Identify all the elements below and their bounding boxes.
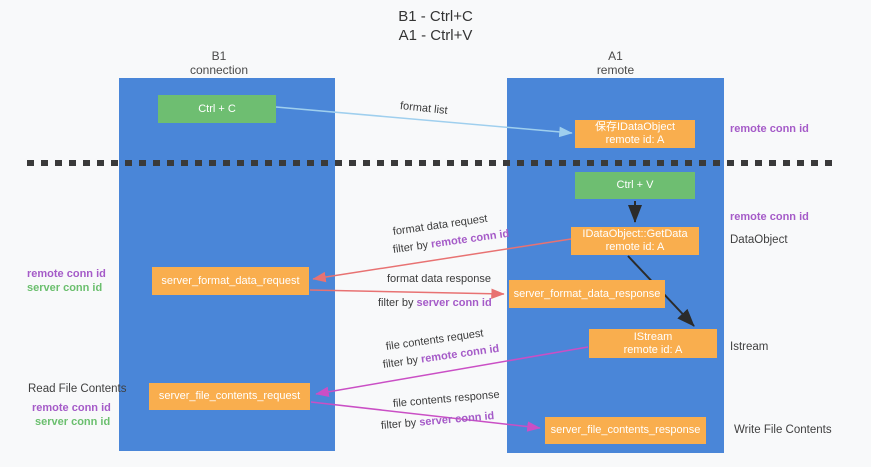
server-file-contents-response-node: server_file_contents_response (545, 417, 706, 444)
server-format-data-response-label: server_format_data_response (513, 287, 661, 300)
diagram-title: B1 - Ctrl+C A1 - Ctrl+V (0, 7, 871, 45)
getdata-line2: remote id: A (605, 241, 665, 253)
server-conn-id-highlight: server conn id (416, 297, 492, 309)
server-file-contents-request-label: server_file_contents_request (158, 390, 301, 402)
title-line-2: A1 - Ctrl+V (398, 27, 473, 44)
left-server-conn-id-1: server conn id (27, 282, 103, 294)
file-contents-request-arrow (315, 346, 589, 398)
istream-side-label: Istream (730, 341, 769, 353)
save-idataobject-node: 保存IDataObject remote id: A (575, 120, 695, 148)
server-format-data-request-label: server_format_data_request (161, 274, 300, 287)
server-file-contents-response-label: server_file_contents_response (550, 424, 701, 436)
right-remote-conn-id-mid: remote conn id (730, 211, 809, 223)
ctrl-c-label: Ctrl + C (198, 102, 236, 115)
right-column-name: A1 (608, 49, 623, 63)
format-data-request-arrow (312, 238, 572, 283)
title-line-1: B1 - Ctrl+C (398, 8, 473, 25)
istream-line1: IStream (633, 330, 673, 343)
right-column-subtitle: remote (596, 63, 635, 77)
getdata-line1: IDataObject::GetData (582, 228, 688, 240)
right-remote-conn-id-top: remote conn id (730, 123, 809, 135)
left-server-conn-id-2: server conn id (35, 416, 111, 428)
left-column-name: B1 (211, 49, 227, 63)
session-divider-dashed-line (27, 160, 833, 166)
ctrl-v-label: Ctrl + V (616, 179, 654, 191)
getdata-node: IDataObject::GetData remote id: A (571, 227, 699, 255)
read-file-contents-label: Read File Contents (28, 383, 127, 395)
left-remote-conn-id-1: remote conn id (27, 268, 106, 280)
right-column-header: A1 remote (507, 49, 724, 77)
ctrl-c-node: Ctrl + C (158, 95, 276, 123)
dataobject-label: DataObject (730, 234, 788, 246)
left-column-header: B1 connection (119, 49, 319, 77)
save-idataobject-line1: 保存IDataObject (594, 121, 676, 133)
left-remote-conn-id-2: remote conn id (32, 402, 111, 414)
save-idataobject-line2: remote id: A (605, 134, 665, 146)
file-contents-response-arrow (310, 401, 541, 432)
ctrl-v-node: Ctrl + V (575, 172, 695, 199)
format-data-response-label: format data response (387, 273, 491, 285)
filter-prefix: filter by (380, 416, 420, 432)
write-file-contents-label: Write File Contents (734, 424, 832, 436)
server-file-contents-request-node: server_file_contents_request (149, 383, 310, 410)
server-format-data-request-node: server_format_data_request (152, 267, 309, 295)
left-column-subtitle: connection (189, 63, 249, 77)
format-list-arrow (275, 106, 573, 138)
istream-line2: remote id: A (623, 343, 683, 356)
filter-by-server-conn-id-label-1: filter by server conn id (378, 297, 492, 310)
server-format-data-response-node: server_format_data_response (509, 280, 665, 308)
filter-prefix: filter by (378, 297, 417, 309)
istream-node: IStream remote id: A (589, 329, 717, 358)
format-data-response-arrow (309, 288, 505, 299)
